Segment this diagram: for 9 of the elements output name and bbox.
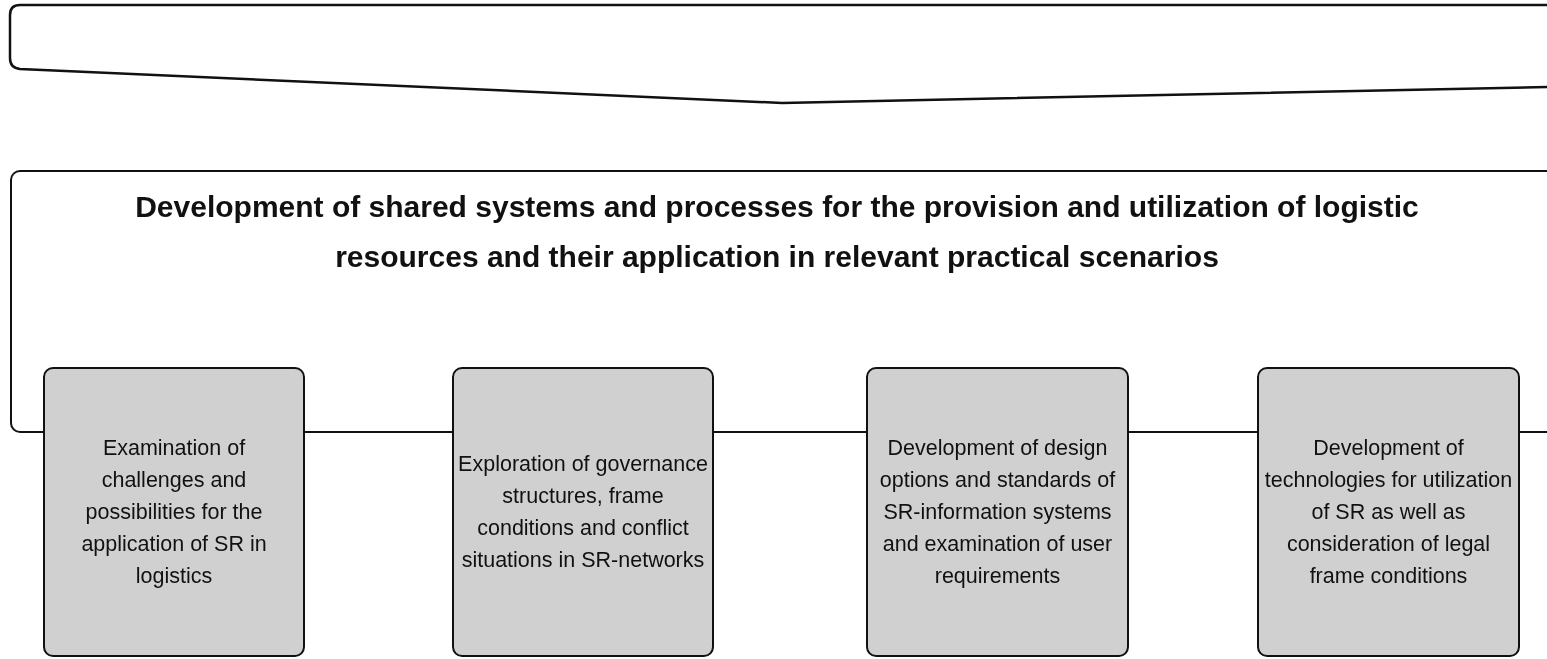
box-text: Development of technologies for utilization of SR as well as consideration of legal frame conditions — [1263, 435, 1514, 590]
box-text: Examination of challenges and possibilities for the application of SR in logistics — [80, 435, 268, 590]
process-box — [1257, 367, 1520, 657]
box-text: Exploration of governance structures, frame conditions and conflict situations in SR-networks — [457, 451, 709, 574]
group-heading: Development of shared systems and processes for the provision and utilization of logistic resources and their application in relevant practical scenarios — [134, 189, 1420, 275]
process-box — [43, 367, 305, 657]
box-text: Development of design options and standards of SR-information systems and examination of user requirements — [878, 435, 1117, 590]
process-box — [866, 367, 1129, 657]
process-box — [452, 367, 714, 657]
